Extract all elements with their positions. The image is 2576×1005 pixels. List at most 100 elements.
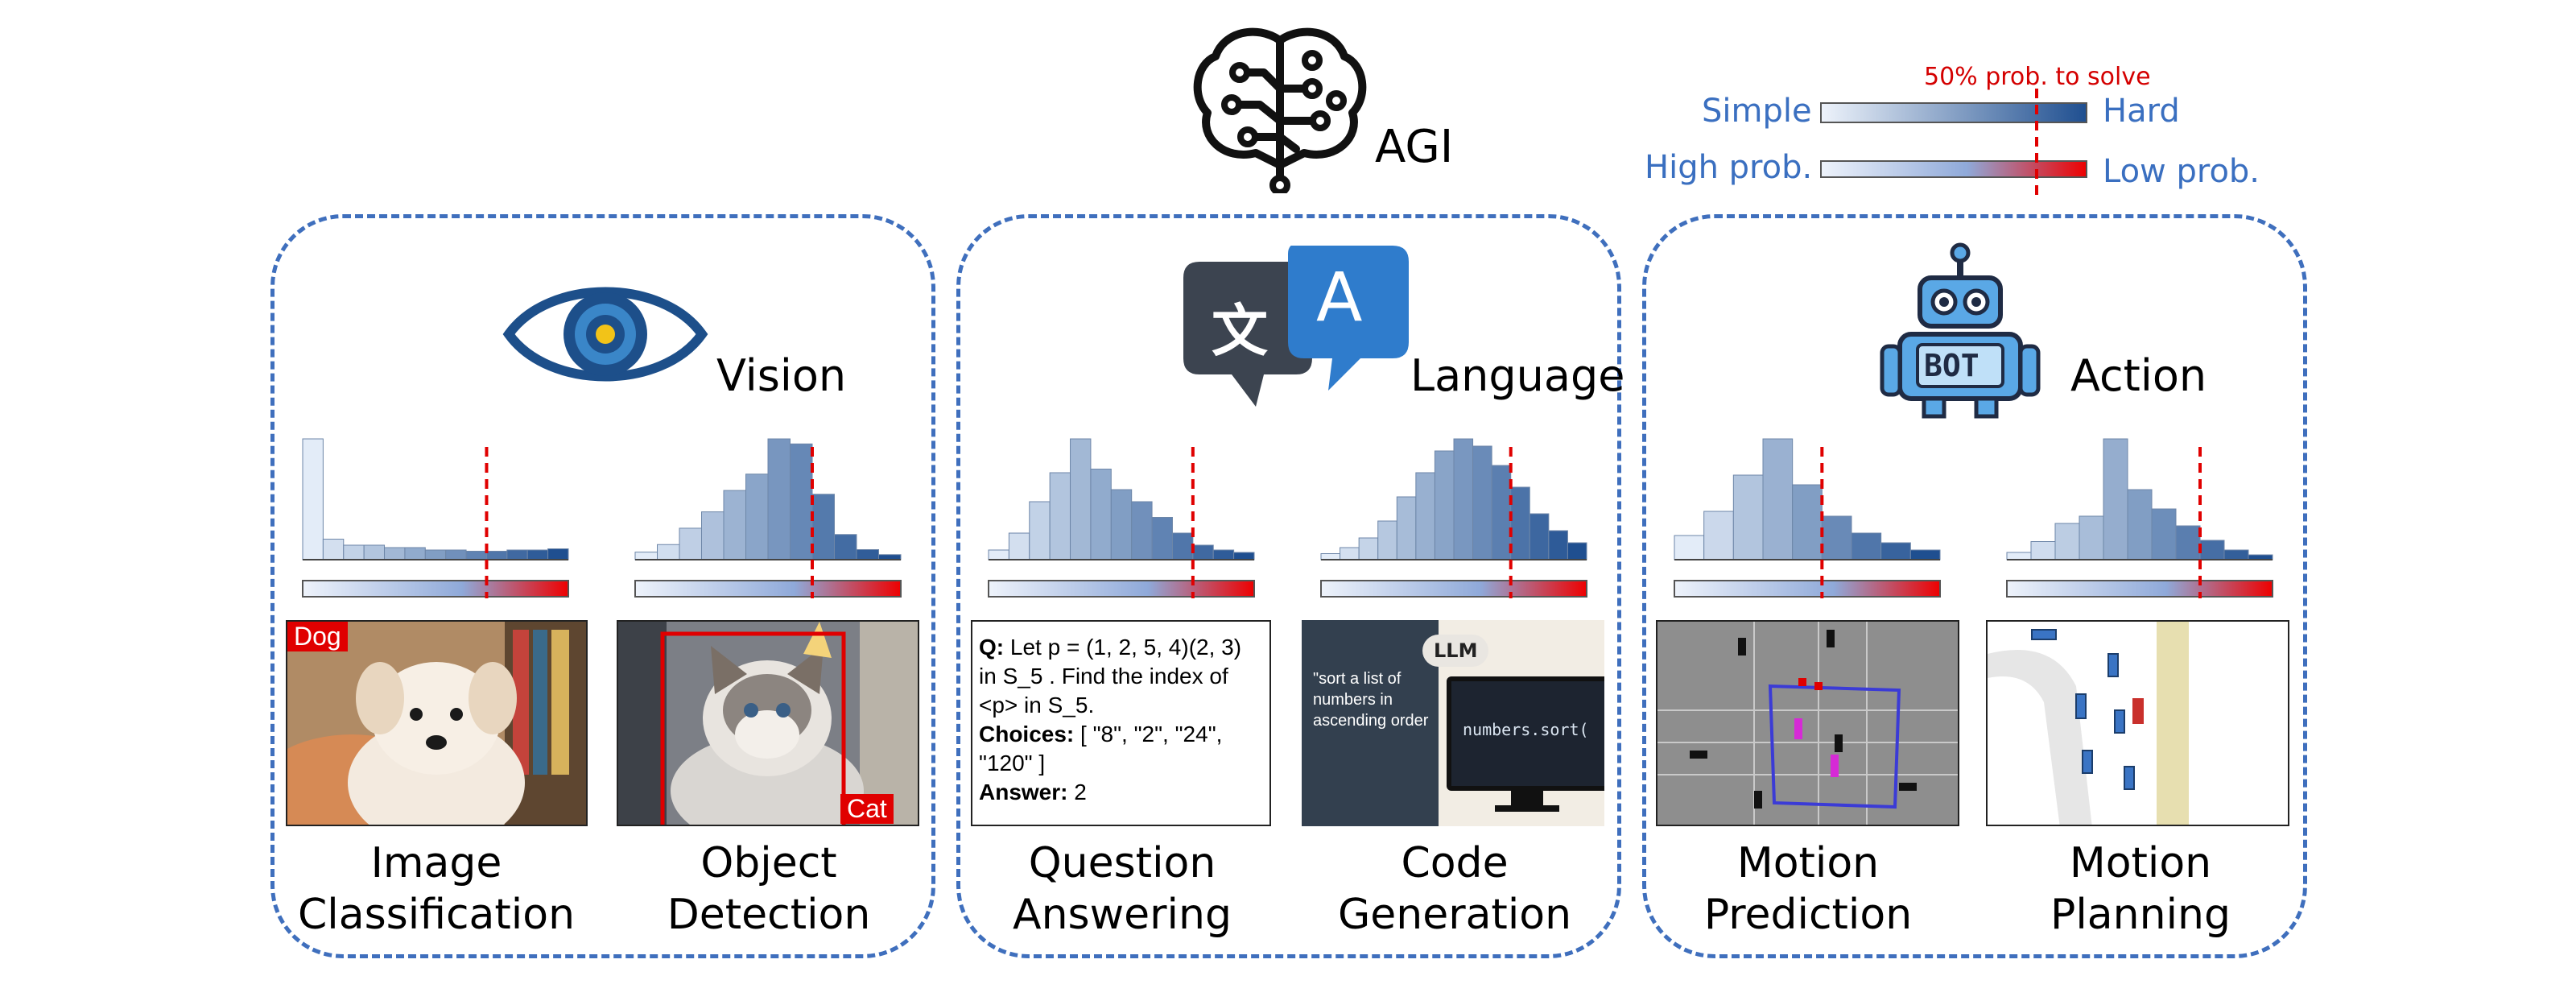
histogram-bar xyxy=(1880,542,1911,560)
histogram-bar xyxy=(1434,450,1455,560)
monitor-stand xyxy=(1511,791,1543,807)
motion-prediction-map xyxy=(1656,620,1959,826)
motion-planning-illustration xyxy=(1988,622,2288,825)
histogram-bar xyxy=(634,552,658,560)
difficulty-gradient-bar xyxy=(2006,580,2273,598)
histogram-bar xyxy=(1340,547,1360,560)
legend-hard-label: Hard xyxy=(2103,93,2180,130)
histogram-bar xyxy=(1567,542,1587,560)
histogram-bar xyxy=(1131,501,1153,560)
task-label-motion-planning: Motion Planning xyxy=(1979,838,2301,941)
monitor-base xyxy=(1495,805,1559,812)
histogram-bar xyxy=(2175,525,2201,560)
label-line2: Prediction xyxy=(1703,891,1913,939)
robot-icon xyxy=(1880,242,2041,419)
chart-motion-planning xyxy=(2006,438,2273,598)
histogram-bar xyxy=(363,544,386,560)
histogram-bar xyxy=(1192,544,1214,560)
histogram-bar xyxy=(1396,496,1417,560)
monitor-illustration: numbers.sort( xyxy=(1447,676,1604,791)
code-prompt-text: "sort a list of numbers in ascending ord… xyxy=(1313,670,1429,730)
qa-choices-label: Choices: xyxy=(979,722,1075,747)
label-line2: Classification xyxy=(297,891,576,939)
histogram-bar xyxy=(302,438,324,560)
histogram-bar xyxy=(745,474,769,560)
histogram-bar xyxy=(856,549,879,560)
histogram-bar xyxy=(2127,489,2153,560)
dog-illustration xyxy=(287,622,586,825)
histogram-bar xyxy=(2030,541,2056,560)
difficulty-gradient-bar xyxy=(634,580,902,598)
translate-glyph-left: 文 xyxy=(1212,298,1268,364)
chart-code-generation xyxy=(1320,438,1587,598)
legend-marker-label: 50% prob. to solve xyxy=(1924,63,2151,91)
histogram-bar xyxy=(526,549,549,560)
histogram-bar xyxy=(404,547,426,560)
histogram-bar xyxy=(1212,549,1235,560)
histogram-bar xyxy=(2006,552,2032,560)
vision-title: Vision xyxy=(716,350,847,401)
cat-photo xyxy=(617,620,919,826)
label-line2: Detection xyxy=(667,891,871,939)
histogram-bar xyxy=(1674,535,1705,560)
histogram-bar xyxy=(811,494,835,560)
language-panel xyxy=(956,214,1621,958)
brain-circuit-icon xyxy=(1193,27,1367,193)
histogram-bar xyxy=(701,511,724,560)
qa-answer-label: Answer: xyxy=(979,780,1068,804)
motion-planning-map xyxy=(1986,620,2289,826)
code-example: "sort a list of numbers in ascending ord… xyxy=(1302,620,1604,826)
histogram-bar xyxy=(485,551,508,560)
histogram-bar xyxy=(767,438,791,560)
histogram-bar xyxy=(1070,438,1092,560)
histogram-bar xyxy=(1548,530,1568,560)
histogram-bar xyxy=(1821,515,1852,560)
label-line1: Code xyxy=(1401,839,1509,887)
robot-bot-text: BOT xyxy=(1924,348,1979,383)
task-label-question-answering: Question Answering xyxy=(961,838,1283,941)
difficulty-gradient-bar xyxy=(1320,580,1587,598)
dog-photo xyxy=(286,620,588,826)
task-label-image-classification: Image Classification xyxy=(275,838,597,941)
cat-illustration xyxy=(618,622,918,825)
histogram-bar xyxy=(1049,472,1071,560)
label-line1: Motion xyxy=(2069,839,2212,887)
chart-question-answering xyxy=(988,438,1255,598)
histogram-bar xyxy=(1029,501,1051,560)
qa-answer-text: 2 xyxy=(1074,780,1087,804)
histogram-bar xyxy=(2223,549,2249,560)
label-line1: Object xyxy=(700,839,837,887)
qa-example: Q: Let p = (1, 2, 5, 4)(2, 3) in S_5 . F… xyxy=(971,620,1271,826)
label-line1: Image xyxy=(370,839,502,887)
histogram-bar xyxy=(2054,523,2080,560)
chart-motion-prediction xyxy=(1674,438,1941,598)
histogram-bar xyxy=(1415,472,1435,560)
difficulty-gradient-bar xyxy=(1674,580,1941,598)
label-line1: Question xyxy=(1028,839,1216,887)
histogram-bar xyxy=(445,549,467,560)
histogram-bar xyxy=(1703,511,1734,560)
action-panel xyxy=(1642,214,2307,958)
histogram-bar xyxy=(1732,474,1764,560)
chart-object-detection xyxy=(634,438,902,598)
histogram-bar xyxy=(1909,549,1941,560)
histogram-bar xyxy=(1851,532,1882,560)
histogram-bar xyxy=(1110,489,1133,560)
task-label-object-detection: Object Detection xyxy=(608,838,930,941)
histogram-bar xyxy=(2151,508,2177,560)
histogram-bar xyxy=(322,539,345,560)
task-label-code-generation: Code Generation xyxy=(1294,838,1616,941)
histogram-bar xyxy=(465,551,487,560)
histogram-bar xyxy=(1090,469,1112,560)
histogram-bar xyxy=(1358,537,1379,560)
histogram-bar xyxy=(834,534,857,560)
legend-low-prob-label: Low prob. xyxy=(2103,153,2260,190)
qa-question-text: Let p = (1, 2, 5, 4)(2, 3) in S_5 . Find… xyxy=(979,635,1242,718)
vision-panel xyxy=(270,214,935,958)
legend-gradient-bars xyxy=(1820,89,2087,200)
qa-choices-text: [ "8", "2", "24", "120" ] xyxy=(979,722,1223,775)
dog-label-tag: Dog xyxy=(287,622,348,651)
label-line1: Motion xyxy=(1736,839,1880,887)
histogram-bar xyxy=(343,544,365,560)
label-line2: Planning xyxy=(2050,891,2231,939)
